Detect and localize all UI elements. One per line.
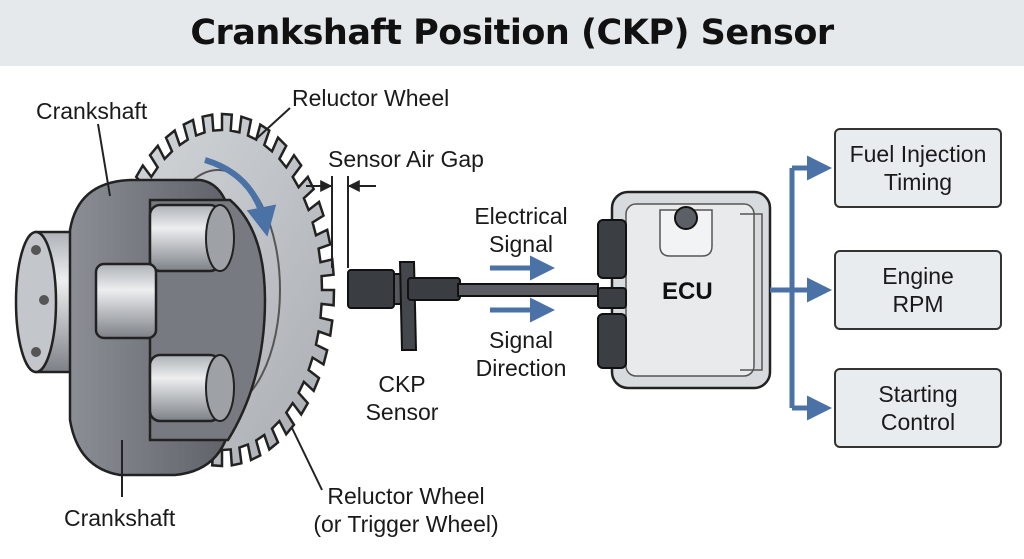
output-box-engine-rpm: Engine RPM <box>834 250 1002 330</box>
ecu-module <box>597 190 772 390</box>
output-bus <box>770 155 832 421</box>
ckp-sensor <box>347 261 599 351</box>
label-signal-direction: Signal Direction <box>475 327 567 381</box>
leader-reluctor-top <box>254 107 291 141</box>
label-crankshaft-bottom: Crankshaft <box>64 505 176 531</box>
page-title: Crankshaft Position (CKP) Sensor <box>190 13 834 53</box>
leader-reluctor-bottom <box>291 427 323 491</box>
output-label: Engine RPM <box>882 263 954 317</box>
output-label: Fuel Injection Timing <box>849 141 987 195</box>
label-reluctor-wheel-bottom: Reluctor Wheel (or Trigger Wheel) <box>313 483 499 537</box>
label-electrical-signal: Electrical Signal <box>474 203 568 257</box>
title-band: Crankshaft Position (CKP) Sensor <box>0 0 1024 66</box>
label-sensor-air-gap: Sensor Air Gap <box>328 146 484 172</box>
crankshaft <box>14 178 267 477</box>
signal-wire <box>457 283 599 297</box>
ecu-label: ECU <box>662 278 713 305</box>
output-box-fuel-injection: Fuel Injection Timing <box>834 128 1002 208</box>
label-ckp-sensor: CKP Sensor <box>365 371 439 425</box>
label-reluctor-wheel-top: Reluctor Wheel <box>292 85 450 111</box>
air-gap-dimension <box>306 176 376 268</box>
output-label: Starting Control <box>878 381 958 435</box>
output-box-starting-control: Starting Control <box>834 368 1002 448</box>
label-crankshaft-top: Crankshaft <box>36 98 148 124</box>
leader-crankshaft-top <box>97 123 111 197</box>
rotation-arrow-icon <box>204 157 277 237</box>
